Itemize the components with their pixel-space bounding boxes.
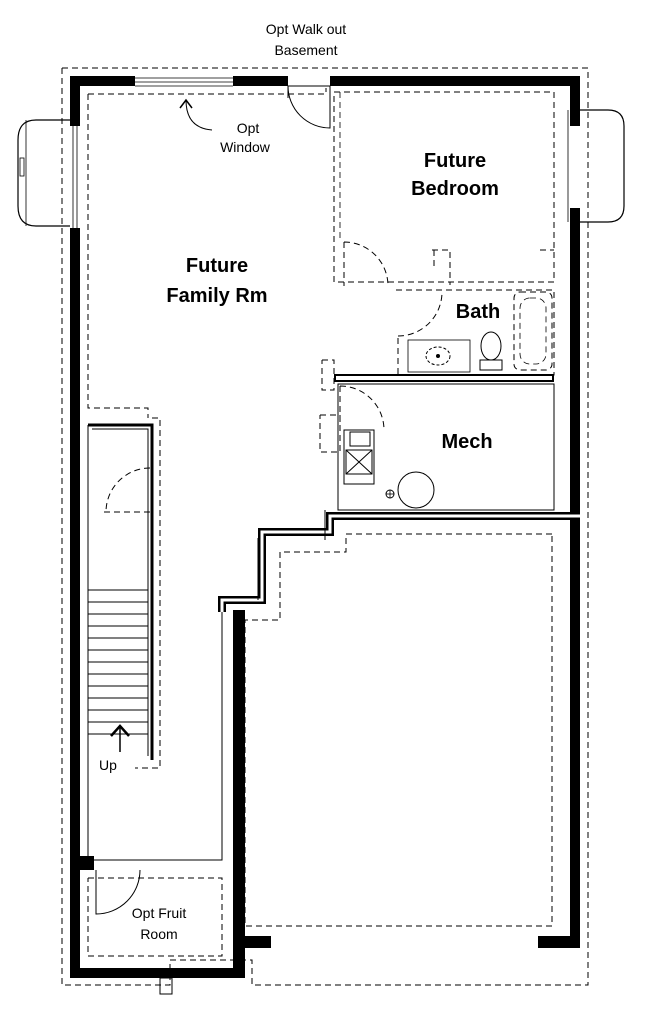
bedroom-outline (333, 91, 555, 283)
walkout-label-line2: Basement (274, 42, 337, 58)
fruit-room-outline (87, 877, 223, 957)
garage-dashed-outline (244, 533, 553, 927)
walkout-label-line1: Opt Walk out (266, 21, 347, 37)
vanity (407, 339, 471, 373)
left-window-bay (17, 119, 70, 227)
outer-dashed-outline (61, 67, 589, 986)
family-room-label-line1: Future (186, 255, 248, 277)
mech-label: Mech (441, 431, 492, 453)
water-heater-box (343, 429, 375, 485)
bedroom-door-swing (343, 241, 389, 287)
drain-icon (385, 489, 395, 499)
exterior-walls (70, 76, 580, 978)
stairs-up-arrow-icon (110, 724, 130, 752)
left-window-frame (72, 126, 78, 228)
bathtub (513, 291, 553, 371)
bedroom-label-line1: Future (424, 150, 486, 172)
stairs-up-label: Up (99, 757, 117, 773)
walkout-door-swing (287, 85, 331, 129)
top-window (135, 77, 233, 87)
fruit-room-door-swing (95, 869, 141, 915)
right-window-bay (580, 109, 625, 223)
bath-door-swing (397, 291, 443, 337)
family-room-label-line2: Family Rm (166, 285, 267, 307)
mech-door-swing (339, 385, 385, 431)
fruit-room-label-line1: Opt Fruit (132, 905, 187, 921)
fruit-room-wall (80, 856, 94, 870)
bottom-vent (159, 977, 173, 995)
toilet-icon (479, 331, 503, 371)
stair-treads (88, 589, 148, 735)
mech-outline (337, 383, 555, 511)
furnace-icon (397, 471, 435, 509)
window-label-line1: Opt (237, 120, 260, 136)
interior-dashed-outline (88, 88, 327, 95)
window-pointer-arrow-icon (179, 98, 213, 131)
stair-door-swing (104, 467, 151, 513)
bath-label: Bath (456, 301, 500, 323)
window-label-line2: Window (220, 139, 271, 155)
sink-icon (425, 346, 451, 366)
stair-wall (88, 423, 154, 760)
foundation-step-wall (218, 512, 580, 612)
fruit-room-label-line2: Room (140, 926, 177, 942)
bedroom-label-line2: Bedroom (411, 178, 499, 200)
